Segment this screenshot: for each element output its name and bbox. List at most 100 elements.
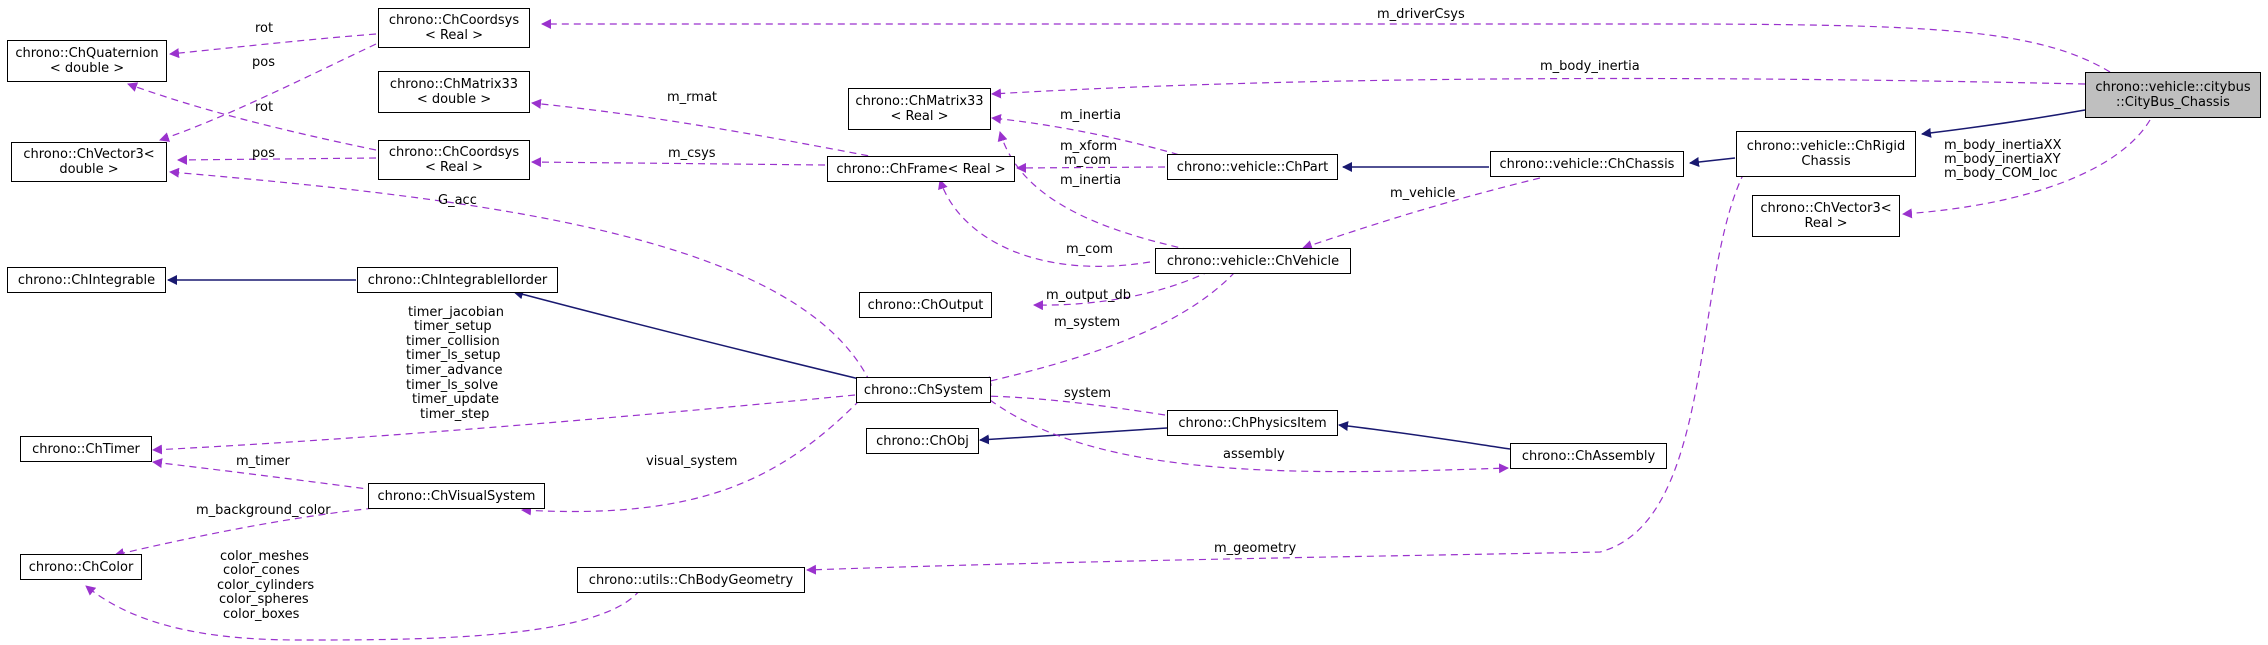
edge-m-output-db — [1033, 270, 1211, 311]
edge-m-system — [981, 271, 1236, 386]
node-chmatrix33-real[interactable]: chrono::ChMatrix33 < Real > — [848, 88, 991, 130]
node-chrigidchassis[interactable]: chrono::vehicle::ChRigid Chassis — [1736, 131, 1916, 177]
node-chassembly[interactable]: chrono::ChAssembly — [1510, 443, 1667, 469]
edge-visual-system — [521, 399, 861, 516]
label-pos-top: pos — [252, 55, 275, 70]
node-chintegrable[interactable]: chrono::ChIntegrable — [7, 267, 166, 293]
node-label: < double > — [49, 61, 125, 76]
node-chvehicle[interactable]: chrono::vehicle::ChVehicle — [1155, 248, 1351, 274]
node-chphysicsitem[interactable]: chrono::ChPhysicsItem — [1167, 410, 1338, 436]
label-assembly: assembly — [1223, 447, 1285, 462]
node-label: chrono::ChVisualSystem — [377, 488, 536, 504]
node-label: chrono::ChPhysicsItem — [1178, 415, 1327, 431]
label-rot-mid: rot — [255, 100, 274, 115]
label-m-background-color: m_background_color — [196, 503, 331, 518]
label-m-timer: m_timer — [236, 454, 290, 469]
node-chbodygeometry[interactable]: chrono::utils::ChBodyGeometry — [577, 567, 805, 593]
edge-m-xform-m-com — [1016, 162, 1166, 173]
node-label: Real > — [1804, 216, 1848, 231]
node-label: chrono::ChFrame< Real > — [836, 161, 1006, 177]
node-chframe[interactable]: chrono::ChFrame< Real > — [827, 156, 1015, 182]
edge-m-geometry — [806, 161, 1751, 575]
node-label: < double > — [416, 92, 492, 107]
label-color-spheres: color_spheres — [219, 592, 309, 607]
edge-m-inertia-part — [991, 113, 1191, 159]
label-m-output-db: m_output_db — [1046, 288, 1132, 303]
label-timer-setup: timer_setup — [414, 319, 492, 334]
node-chquaternion[interactable]: chrono::ChQuaternion < double > — [7, 40, 167, 82]
node-chvisualsystem[interactable]: chrono::ChVisualSystem — [368, 483, 545, 509]
edge-inherit-chsystem-chintegrableiiorder — [513, 289, 881, 385]
node-chobj[interactable]: chrono::ChObj — [866, 428, 979, 454]
label-m-csys: m_csys — [668, 146, 716, 161]
node-label: chrono::ChObj — [876, 433, 969, 449]
node-label: chrono::vehicle::ChRigid — [1746, 139, 1906, 154]
label-timer-update: timer_update — [412, 392, 500, 407]
label-m-driverCsys: m_driverCsys — [1377, 7, 1465, 22]
node-chchassis[interactable]: chrono::vehicle::ChChassis — [1490, 151, 1684, 177]
label-color-cones: color_cones — [223, 563, 300, 578]
node-label: chrono::ChOutput — [867, 297, 984, 313]
edge-m-csys — [531, 157, 826, 168]
node-chpart[interactable]: chrono::vehicle::ChPart — [1167, 154, 1338, 180]
edge-m-body-local — [1902, 119, 2151, 219]
edge-inherit-chrigidchassis-chchassis — [1689, 157, 1736, 167]
node-citybus-chassis[interactable]: chrono::vehicle::citybus ::CityBus_Chass… — [2085, 72, 2261, 118]
edge-G-acc — [169, 167, 871, 383]
label-timer-step: timer_step — [420, 407, 490, 422]
node-chcoordsys-real-top[interactable]: chrono::ChCoordsys < Real > — [378, 8, 530, 48]
label-m-vehicle: m_vehicle — [1390, 186, 1456, 201]
edge-m-vehicle — [1302, 177, 1541, 250]
edge-assembly — [989, 399, 1509, 474]
label-m-body-inertia: m_body_inertia — [1540, 59, 1640, 74]
node-chintegrableiiorder[interactable]: chrono::ChIntegrableIIorder — [357, 267, 558, 293]
label-timer-ls-solve: timer_ls_solve — [406, 378, 499, 393]
node-chtimer[interactable]: chrono::ChTimer — [20, 436, 152, 462]
edge-pos-mid — [177, 154, 377, 165]
node-label: chrono::ChTimer — [32, 441, 140, 457]
node-label: chrono::ChIntegrableIIorder — [367, 272, 548, 288]
label-m-system: m_system — [1054, 315, 1121, 330]
label-m-com-vehicle: m_com — [1066, 242, 1113, 257]
edge-pos-top — [159, 43, 377, 142]
label-m-body-inertiaXY: m_body_inertiaXY — [1944, 152, 2061, 167]
node-label: chrono::ChMatrix33 — [855, 94, 984, 109]
label-m-inertia-vehicle: m_inertia — [1060, 173, 1122, 188]
edge-m-timer — [152, 458, 376, 491]
node-chvector3-double[interactable]: chrono::ChVector3< double > — [11, 142, 167, 182]
node-chvector3-real[interactable]: chrono::ChVector3< Real > — [1752, 195, 1900, 237]
node-choutput[interactable]: chrono::ChOutput — [859, 292, 992, 318]
node-label: chrono::vehicle::ChPart — [1176, 159, 1329, 175]
node-label: chrono::ChColor — [28, 559, 134, 575]
node-label: chrono::ChQuaternion — [15, 46, 159, 61]
node-label: chrono::utils::ChBodyGeometry — [588, 572, 794, 588]
node-chcolor[interactable]: chrono::ChColor — [20, 554, 142, 580]
node-chmatrix33-double[interactable]: chrono::ChMatrix33 < double > — [378, 71, 530, 113]
label-m-inertia-part: m_inertia — [1060, 108, 1122, 123]
node-label: chrono::vehicle::ChChassis — [1499, 156, 1675, 172]
label-system: system — [1064, 386, 1111, 401]
edge-timers — [152, 394, 856, 455]
node-label: chrono::vehicle::ChVehicle — [1166, 253, 1340, 269]
label-timer-collision: timer_collision — [406, 334, 500, 349]
label-visual-system: visual_system — [646, 454, 738, 469]
node-label: Chassis — [1801, 154, 1851, 169]
edge-inherit-chassembly-chphysicsitem — [1338, 421, 1511, 450]
label-G-acc: G_acc — [438, 193, 477, 208]
edge-colors — [85, 585, 641, 641]
label-m-geometry: m_geometry — [1214, 541, 1297, 556]
edge-inherit-citybus-chrigidchassis — [1921, 109, 2086, 138]
edge-m-driverCsys — [541, 19, 2111, 73]
node-label: chrono::ChIntegrable — [17, 272, 156, 288]
node-label: chrono::ChVector3< — [1760, 201, 1892, 216]
edge-inherit-chphysicsitem-chobj — [979, 427, 1168, 445]
label-m-xform: m_xform — [1060, 139, 1118, 154]
label-color-meshes: color_meshes — [220, 549, 309, 564]
node-chsystem[interactable]: chrono::ChSystem — [856, 377, 991, 403]
node-label: < Real > — [890, 109, 949, 124]
node-label: chrono::ChMatrix33 — [389, 77, 519, 92]
edge-rot-mid — [127, 82, 377, 151]
edge-m-com-vehicle — [938, 179, 1151, 267]
node-chcoordsys-real-mid[interactable]: chrono::ChCoordsys < Real > — [378, 140, 530, 180]
